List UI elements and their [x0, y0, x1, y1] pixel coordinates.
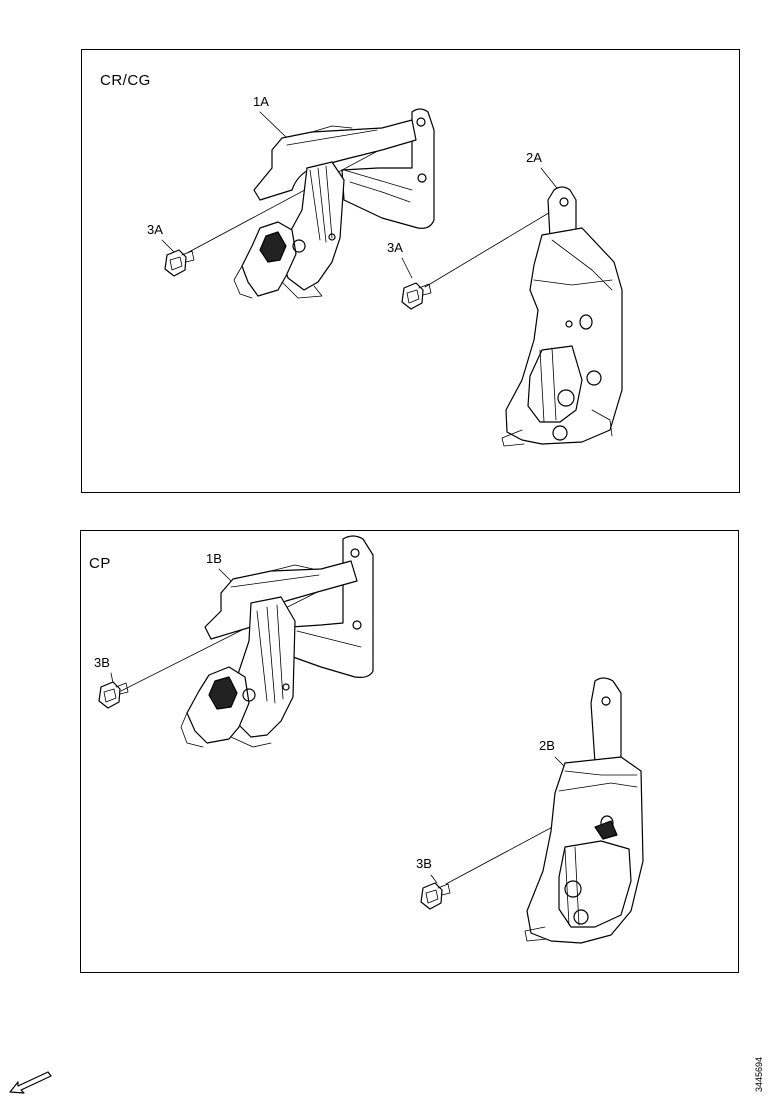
- bolt-3a-right: [401, 282, 432, 310]
- hinge-1b: [180, 535, 374, 748]
- direction-arrow-icon: [9, 1071, 52, 1094]
- panel-title: CR/CG: [100, 72, 151, 89]
- hinge-1a: [233, 108, 435, 299]
- hinge-2b: [524, 677, 644, 944]
- document-id: 3445694: [754, 1056, 764, 1092]
- bolt-3a-left: [164, 249, 195, 277]
- hood-hinge-drawing-bottom: [98, 535, 644, 944]
- callout-1b: 1B: [206, 551, 222, 566]
- callout-3b-right: 3B: [416, 856, 432, 871]
- panel-cp: CP 1B 2B 3B 3B: [80, 530, 739, 973]
- callout-3a-right: 3A: [387, 240, 403, 255]
- bolt-3b-left: [98, 681, 129, 709]
- bolt-3b-right: [420, 882, 451, 910]
- callout-2b: 2B: [539, 738, 555, 753]
- panel-title: CP: [89, 555, 111, 572]
- callout-3a-left: 3A: [147, 222, 163, 237]
- callout-1a: 1A: [253, 94, 269, 109]
- hood-hinge-drawing-top: [161, 108, 623, 447]
- panel-cr-cg: CR/CG 1A 2A 3A 3A: [81, 49, 740, 493]
- hinge-2a: [501, 186, 623, 447]
- callout-2a: 2A: [526, 150, 542, 165]
- callout-3b-left: 3B: [94, 655, 110, 670]
